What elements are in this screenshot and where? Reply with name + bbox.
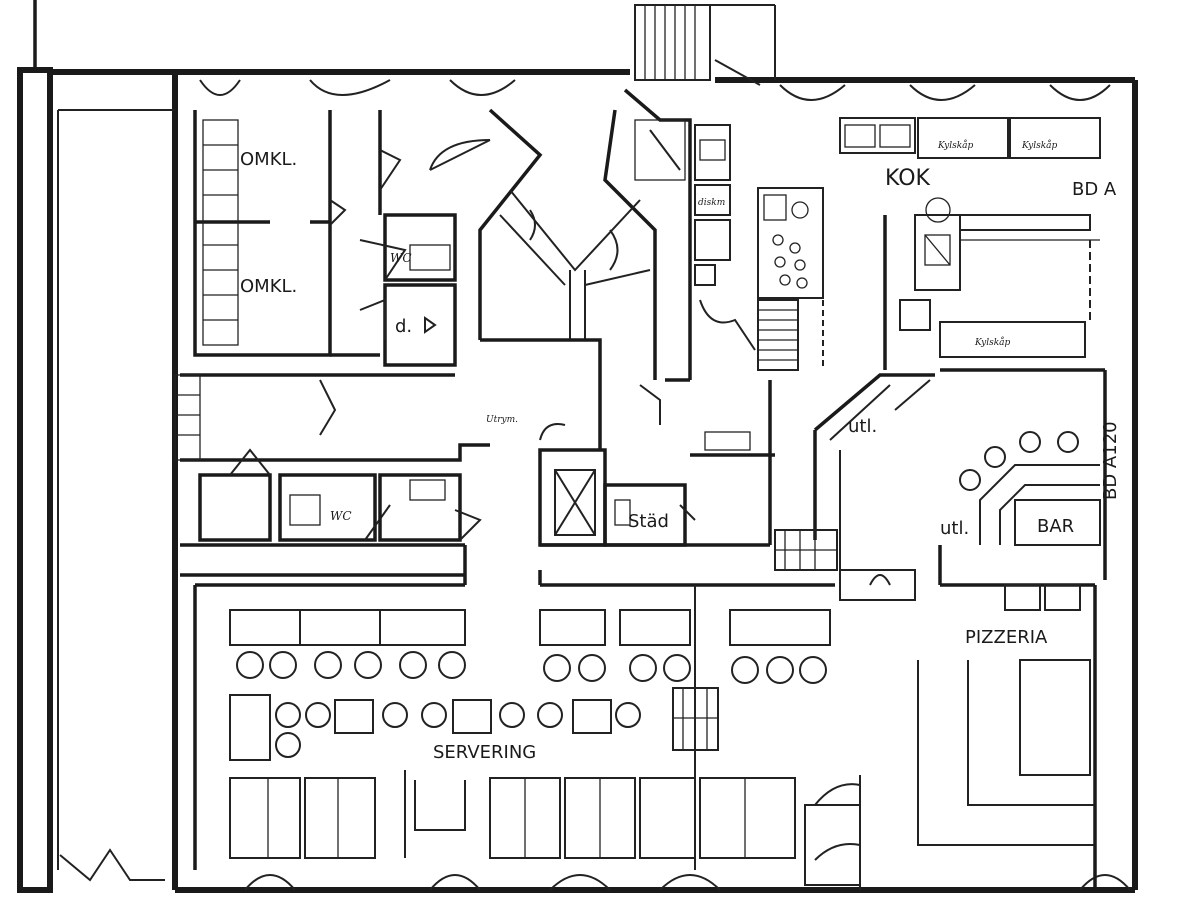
room-label-bda-top: BD A [1072,179,1117,200]
dining-area: SERVERING [193,583,861,890]
bar-area: utl. BAR utl. BD A120 [774,370,1121,601]
room-label-kok: KOK [885,166,931,191]
counter-label-utl-2: utl. [940,518,969,539]
appliance-label-kylskap-3: Kylskåp [974,336,1011,348]
room-label-servering: SERVERING [433,742,536,763]
kitchen: diskm Kylskåp Kylskåp KOK BD A [623,88,1117,470]
pizzeria: PIZZERIA [917,584,1097,890]
changing-rooms: OMKL. OMKL. [193,110,402,357]
wc-area-top: WC d. [359,213,457,367]
wc-area-bottom: WC [180,448,482,577]
appliance-label-diskm: diskm [698,198,725,208]
appliance-label-kylskap-2: Kylskåp [1021,139,1058,151]
room-label-utrym: Utrym. [486,415,518,425]
middle-hallway: Utrym. [174,338,602,462]
cleaning-room: Städ [603,483,696,547]
counter-label-utl-1: utl. [848,416,877,437]
room-label-omkl-2: OMKL. [240,276,297,297]
room-label-omkl-1: OMKL. [240,149,297,170]
corridor-lines [59,470,772,882]
top-staircase [634,4,776,86]
elevator-shaft [538,448,607,547]
central-staircase [429,108,657,380]
room-label-wc-1: WC [390,251,412,265]
room-label-pizzeria: PIZZERIA [965,627,1048,648]
room-label-stad: Städ [628,511,669,532]
appliance-label-kylskap-1: Kylskåp [937,139,974,151]
outer-walls [17,0,1138,893]
room-label-d: d. [395,316,412,337]
room-label-bda-side: BD A120 [1100,421,1121,500]
room-label-wc-2: WC [330,509,352,523]
room-label-bar: BAR [1037,516,1074,537]
